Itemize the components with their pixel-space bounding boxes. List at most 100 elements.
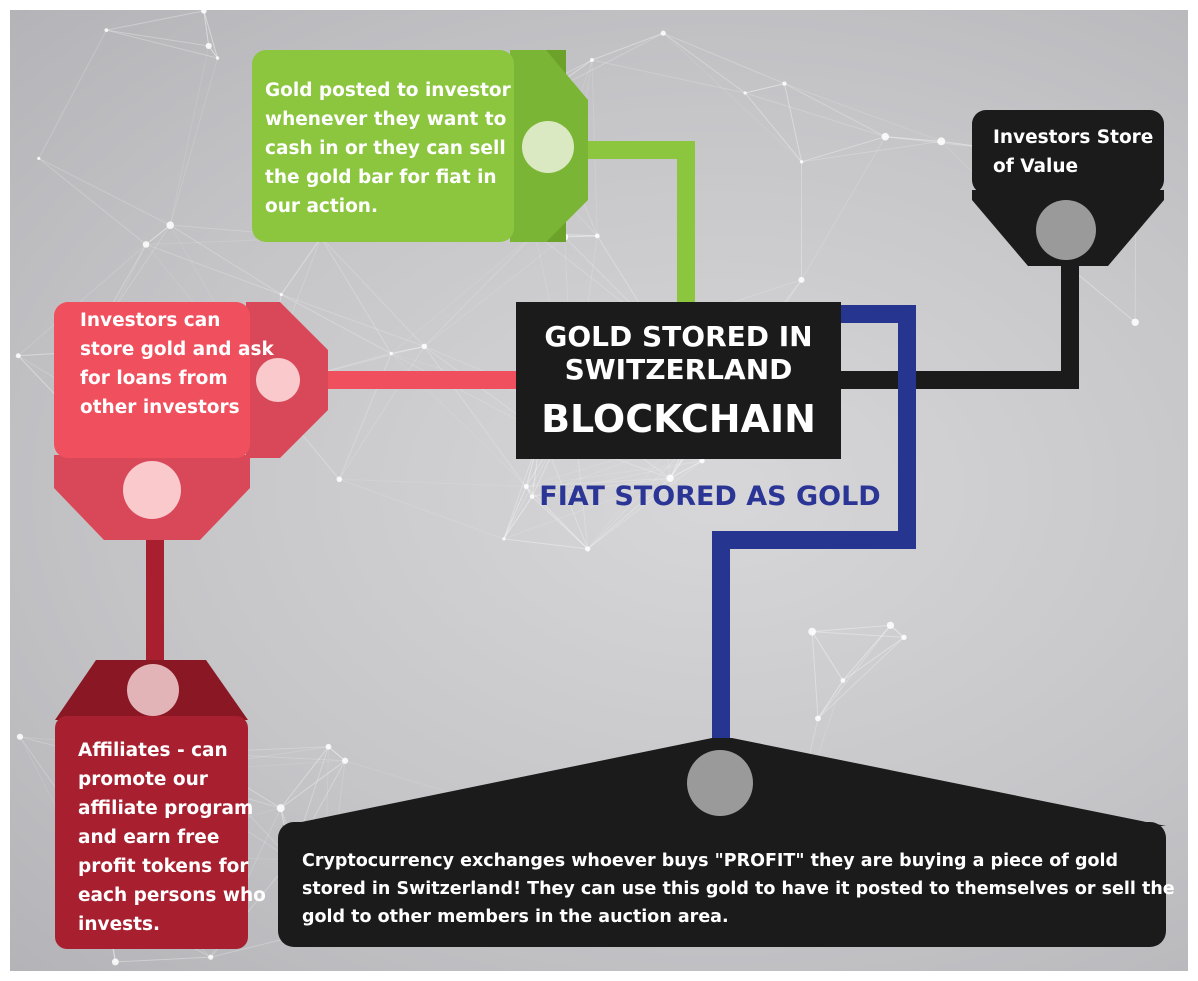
- network-line: [38, 29, 107, 159]
- network-node: [594, 233, 600, 239]
- network-node: [585, 546, 591, 552]
- hub-title-line-2: SWITZERLAND: [564, 353, 793, 386]
- network-node: [325, 743, 332, 750]
- network-line: [390, 233, 536, 354]
- green-node-dot: [522, 121, 574, 173]
- network-line: [564, 235, 598, 238]
- red-node-bottom-dot: [123, 461, 181, 519]
- network-line: [328, 746, 346, 762]
- network-node: [660, 30, 666, 36]
- network-line: [811, 631, 819, 719]
- network-node: [799, 160, 804, 164]
- network-node: [215, 56, 220, 60]
- network-node: [699, 458, 705, 464]
- red-node-side-dot: [256, 358, 300, 402]
- diagram-shapes: [54, 50, 1166, 949]
- network-line: [531, 460, 703, 498]
- network-line: [339, 478, 505, 540]
- network-line: [784, 83, 942, 142]
- network-line: [842, 636, 905, 681]
- exchange-node-text: Cryptocurrency exchanges whoever buys "P…: [302, 851, 1175, 927]
- network-node: [881, 132, 890, 141]
- dark-red-node-text: Affiliates - can promote our affiliate p…: [78, 740, 266, 935]
- network-line: [885, 136, 942, 142]
- network-node: [901, 634, 907, 641]
- network-line: [169, 45, 210, 226]
- network-line: [280, 746, 329, 809]
- network-line: [145, 224, 171, 245]
- network-node: [886, 621, 895, 629]
- network-node: [276, 804, 285, 813]
- dark-red-node: [55, 660, 248, 949]
- network-node: [166, 221, 175, 229]
- network-line: [663, 32, 785, 85]
- network-line: [801, 136, 886, 281]
- network-line: [38, 157, 171, 226]
- network-line: [169, 57, 219, 226]
- network-line: [532, 477, 671, 498]
- store-node-text: Investors Store of Value: [993, 127, 1154, 177]
- network-node: [15, 353, 21, 359]
- network-line: [526, 477, 671, 487]
- network-node: [104, 28, 109, 33]
- hub-title-line-1: GOLD STORED IN: [544, 320, 813, 353]
- network-line: [169, 224, 282, 295]
- green-node: [252, 50, 588, 242]
- network-line: [669, 460, 703, 479]
- network-line: [423, 233, 536, 347]
- network-node: [529, 494, 535, 499]
- green-node-body: [252, 50, 514, 242]
- hub-title-line-3: BLOCKCHAIN: [541, 397, 816, 441]
- network-line: [801, 136, 886, 163]
- network-line: [339, 478, 527, 487]
- network-line: [17, 244, 147, 357]
- network-line: [811, 631, 844, 681]
- network-node: [808, 627, 817, 636]
- network-line: [203, 10, 210, 47]
- network-line: [525, 486, 589, 550]
- network-line: [591, 59, 746, 94]
- network-line: [587, 460, 703, 550]
- network-line: [106, 29, 218, 59]
- network-node: [1131, 318, 1139, 326]
- network-node: [336, 476, 343, 483]
- network-line: [587, 477, 671, 550]
- network-line: [801, 140, 942, 163]
- network-line: [423, 346, 527, 487]
- network-line: [784, 83, 886, 138]
- red-node-text: Investors can store gold and ask for loa…: [80, 310, 274, 418]
- network-node: [798, 276, 805, 283]
- network-line: [842, 624, 891, 681]
- store-node-dot: [1036, 200, 1096, 260]
- network-line: [662, 32, 802, 163]
- network-node: [389, 351, 393, 356]
- fiat-label: FIAT STORED AS GOLD: [539, 481, 881, 512]
- network-line: [320, 237, 425, 347]
- network-line: [203, 10, 219, 59]
- network-line: [38, 158, 147, 245]
- exchange-node-body: [278, 822, 1166, 947]
- network-line: [526, 460, 703, 487]
- network-node: [201, 10, 207, 14]
- network-line: [783, 83, 803, 162]
- network-line: [531, 496, 589, 550]
- network-node: [840, 678, 846, 683]
- network-line: [106, 10, 204, 31]
- network-node: [205, 42, 212, 50]
- network-line: [338, 346, 425, 480]
- diagram-canvas: GOLD STORED IN SWITZERLAND BLOCKCHAIN FI…: [10, 10, 1188, 971]
- network-node: [502, 537, 506, 541]
- network-node: [937, 137, 946, 146]
- network-line: [744, 92, 886, 138]
- network-line: [812, 631, 905, 638]
- network-line: [744, 92, 802, 163]
- network-node: [815, 715, 821, 722]
- network-line: [817, 625, 891, 719]
- network-node: [589, 58, 594, 63]
- network-node: [16, 733, 24, 740]
- store-node: [972, 110, 1164, 266]
- network-line: [280, 760, 346, 809]
- network-line: [391, 345, 425, 355]
- network-line: [662, 32, 746, 94]
- network-line: [591, 32, 664, 61]
